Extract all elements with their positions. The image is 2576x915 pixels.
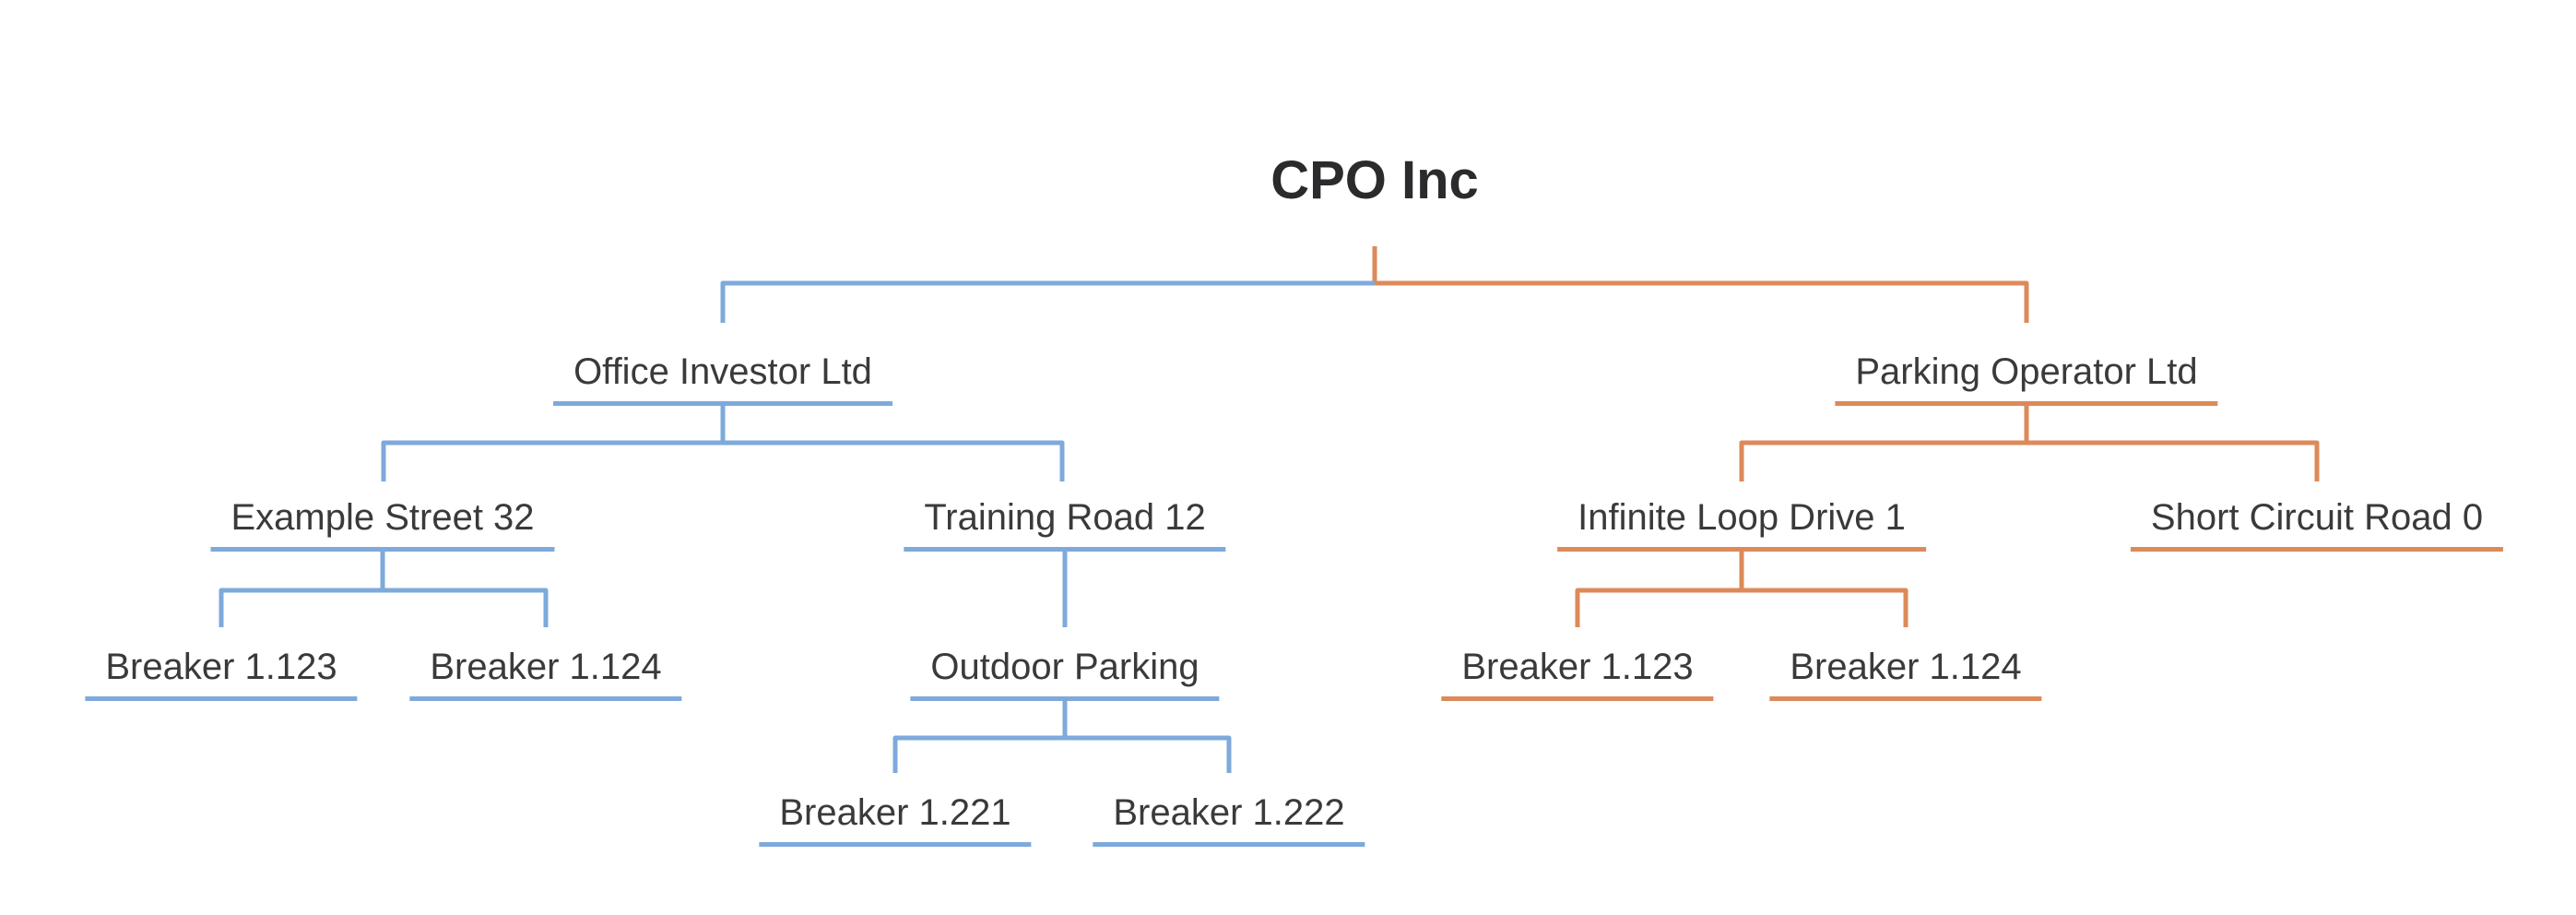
node-short-circuit-road-0[interactable]: Short Circuit Road 0 bbox=[2130, 495, 2504, 552]
node-breaker-1-222[interactable]: Breaker 1.222 bbox=[1093, 790, 1365, 847]
node-example-street-32[interactable]: Example Street 32 bbox=[210, 495, 555, 552]
node-breaker-1-123-left[interactable]: Breaker 1.123 bbox=[85, 645, 358, 701]
connector-root-to-parking-operator bbox=[1375, 280, 2029, 323]
connector-example-street-children-bar bbox=[219, 588, 549, 627]
node-cpo-inc[interactable]: CPO Inc bbox=[1270, 150, 1479, 210]
connector-outdoor-parking-children-bar bbox=[892, 735, 1232, 773]
node-parking-operator-ltd[interactable]: Parking Operator Ltd bbox=[1835, 350, 2218, 406]
node-breaker-1-124-right[interactable]: Breaker 1.124 bbox=[1769, 645, 2042, 701]
node-office-investor-ltd[interactable]: Office Investor Ltd bbox=[553, 350, 892, 406]
connector-root-to-office-investor bbox=[720, 280, 1375, 323]
node-outdoor-parking[interactable]: Outdoor Parking bbox=[910, 645, 1220, 701]
connector-parking-operator-children-bar bbox=[1739, 440, 2320, 481]
node-infinite-loop-drive-1[interactable]: Infinite Loop Drive 1 bbox=[1557, 495, 1926, 552]
node-training-road-12[interactable]: Training Road 12 bbox=[904, 495, 1226, 552]
node-breaker-1-124-left[interactable]: Breaker 1.124 bbox=[409, 645, 682, 701]
node-breaker-1-123-right[interactable]: Breaker 1.123 bbox=[1441, 645, 1714, 701]
node-breaker-1-221[interactable]: Breaker 1.221 bbox=[759, 790, 1032, 847]
connector-office-investor-children-bar bbox=[381, 440, 1065, 481]
connector-infinite-loop-children-bar bbox=[1575, 588, 1908, 627]
